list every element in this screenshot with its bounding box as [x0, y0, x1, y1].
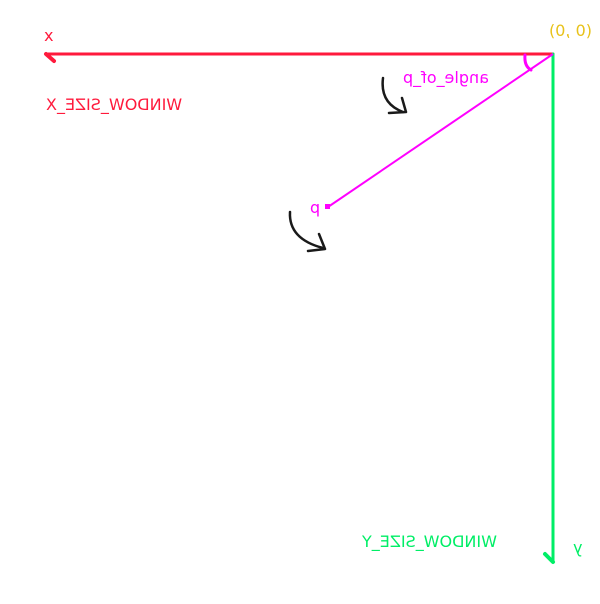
rotation-arrow-upper — [381, 76, 408, 115]
angle-label: angle_of_p — [403, 68, 489, 88]
vector-line — [327, 53, 554, 208]
rotation-arrow-lower-head — [306, 232, 327, 253]
x-axis: x WINDOW_SIZE_X — [44, 26, 555, 115]
rotation-arrow-lower-shaft — [288, 210, 325, 250]
point-p-marker — [325, 204, 330, 209]
angle-arc — [523, 53, 533, 72]
y-axis-arrowhead — [543, 552, 555, 564]
point-p-label: p — [310, 198, 320, 217]
rotation-arrow-lower — [288, 210, 327, 253]
x-axis-arrowhead — [44, 52, 56, 63]
window-size-x-label: WINDOW_SIZE_X — [46, 95, 182, 115]
origin-label: (0 ,0) — [549, 21, 592, 40]
rotation-arrow-upper-head — [387, 96, 408, 115]
x-axis-label: x — [44, 26, 53, 45]
y-axis-label: y — [573, 538, 582, 557]
window-size-y-label: WINDOW_SIZE_Y — [362, 532, 497, 552]
point-vector: p angle_of_p — [310, 53, 554, 217]
y-axis: y WINDOW_SIZE_Y — [362, 52, 582, 564]
rotation-arrow-upper-shaft — [381, 76, 405, 114]
